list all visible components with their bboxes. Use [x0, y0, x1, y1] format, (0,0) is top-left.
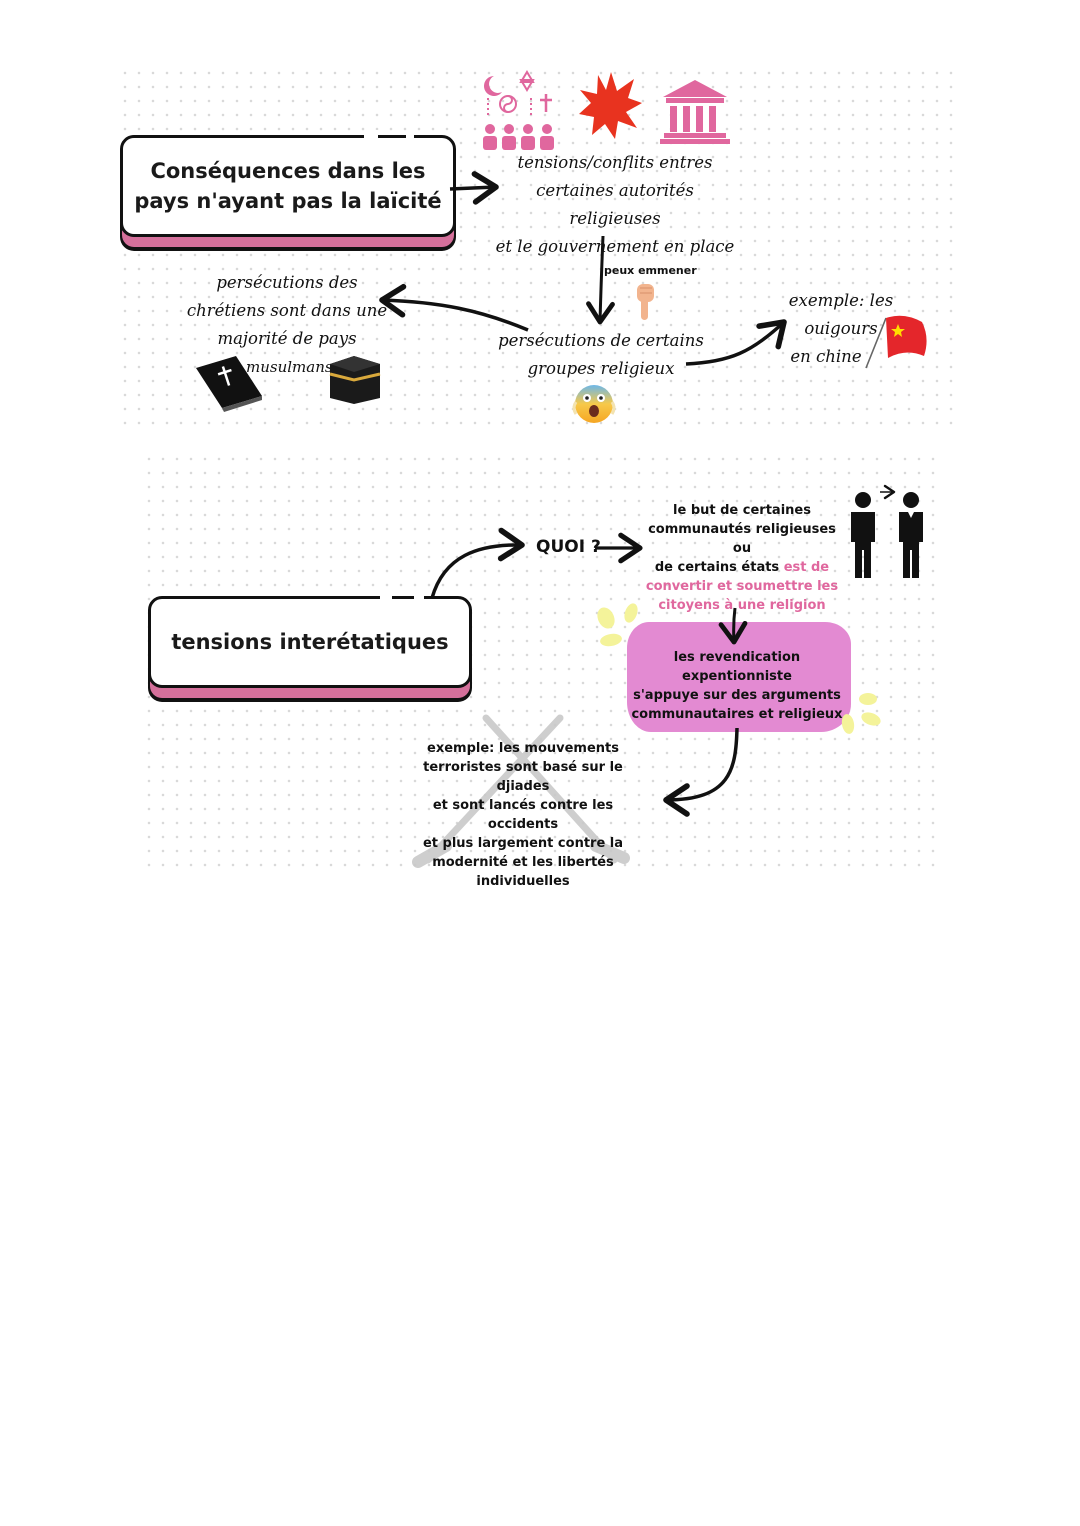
- claims-line-1: les revendication expentionniste: [673, 650, 801, 684]
- section-title-line-2: pays n'ayant pas la laïcité: [134, 189, 442, 213]
- goal-line-3-pink: est de: [783, 560, 830, 575]
- goal-line-1: le but de certaines: [673, 503, 811, 518]
- arrow-to-example: [685, 319, 787, 366]
- crossed-rifles-icon: [412, 714, 630, 868]
- people-conversion-icon: [851, 484, 923, 578]
- government-building-icon: [660, 80, 730, 144]
- box-gap: [380, 592, 392, 602]
- bible-icon: [196, 356, 262, 412]
- tensions-text: tensions/conflits entres certaines autor…: [490, 149, 740, 261]
- arrow-down-to-persecutions: [586, 235, 615, 325]
- claims-line-2: s'appuye sur des arguments: [633, 688, 841, 703]
- yellow-splash-right: [841, 693, 881, 734]
- arrow-to-christians: [379, 283, 529, 332]
- christians-line-2: chrétiens sont dans une: [186, 301, 388, 320]
- terror-line-5: modernité et les libertés: [432, 855, 614, 870]
- screaming-face-icon: [572, 385, 616, 423]
- terror-line-3: et sont lancés contre les occidents: [432, 798, 614, 832]
- persecutions-groups-text: persécutions de certains groupes religie…: [488, 327, 714, 383]
- arrow-to-tensions: [449, 171, 499, 205]
- yellow-splash-left: [597, 603, 638, 647]
- arrow-down-to-claims: [718, 607, 748, 645]
- christians-line-3: majorité de pays: [217, 329, 357, 348]
- box-gap: [406, 130, 414, 140]
- goal-text: le but de certaines communautés religieu…: [642, 501, 842, 615]
- example-ouigours-text: exemple: les ouigours en chine: [758, 287, 924, 371]
- christians-line-4: musulmans: [246, 358, 333, 376]
- christians-text: persécutions des chrétiens sont dans une…: [176, 269, 398, 353]
- persecutions-groups-line-1: persécutions de certains: [498, 331, 704, 350]
- section-title-tensions-interetatiques: tensions interétatiques: [148, 596, 472, 688]
- tensions-line-2: certaines autorités religieuses: [536, 181, 694, 228]
- tensions-line-1: tensions/conflits entres: [517, 153, 713, 172]
- terror-line-1: exemple: les mouvements: [427, 741, 619, 756]
- explosion-icon: [579, 72, 642, 139]
- arrow-to-terror-example: [663, 727, 739, 817]
- pointing-hand-icon: [637, 284, 654, 320]
- tensions-line-3: et le gouvernement en place: [495, 237, 735, 256]
- box-gap: [364, 130, 378, 140]
- example-line-1: exemple: les ouigours: [788, 291, 894, 338]
- persecutions-groups-line-2: groupes religieux: [527, 359, 675, 378]
- section-title-text: tensions interétatiques: [171, 630, 449, 654]
- china-flag-icon: [865, 315, 927, 369]
- dotted-background-top: [118, 66, 954, 430]
- peux-emmener-label: peux emmener: [604, 264, 697, 277]
- box-gap: [414, 592, 424, 602]
- terror-line-4: et plus largement contre la: [422, 836, 624, 851]
- terror-line-6: individuelles: [476, 874, 570, 889]
- goal-line-3-black: de certains états: [654, 560, 784, 575]
- claims-text: les revendication expentionniste s'appuy…: [622, 648, 852, 724]
- claims-line-3: communautaires et religieux: [631, 707, 843, 722]
- example-line-2: en chine: [790, 347, 862, 366]
- arrow-to-quoi: [430, 527, 525, 599]
- terror-example-text: exemple: les mouvements terroristes sont…: [404, 739, 642, 891]
- terror-line-2: terroristes sont basé sur le djiades: [423, 760, 623, 794]
- religions-icon: [483, 70, 554, 150]
- kaaba-icon: [329, 356, 381, 404]
- goal-line-5: citoyens à une religion: [658, 598, 826, 613]
- section-title-line-1: Conséquences dans les: [150, 159, 426, 183]
- christians-line-1: persécutions des: [216, 273, 358, 292]
- goal-line-4: convertir et soumettre les: [645, 579, 839, 594]
- goal-line-2: communautés religieuses ou: [648, 522, 836, 556]
- quoi-label: QUOI ?: [536, 537, 601, 557]
- section-title-consequences: Conséquences dans les pays n'ayant pas l…: [120, 135, 456, 237]
- goal-line-3: de certains états est de: [642, 558, 842, 577]
